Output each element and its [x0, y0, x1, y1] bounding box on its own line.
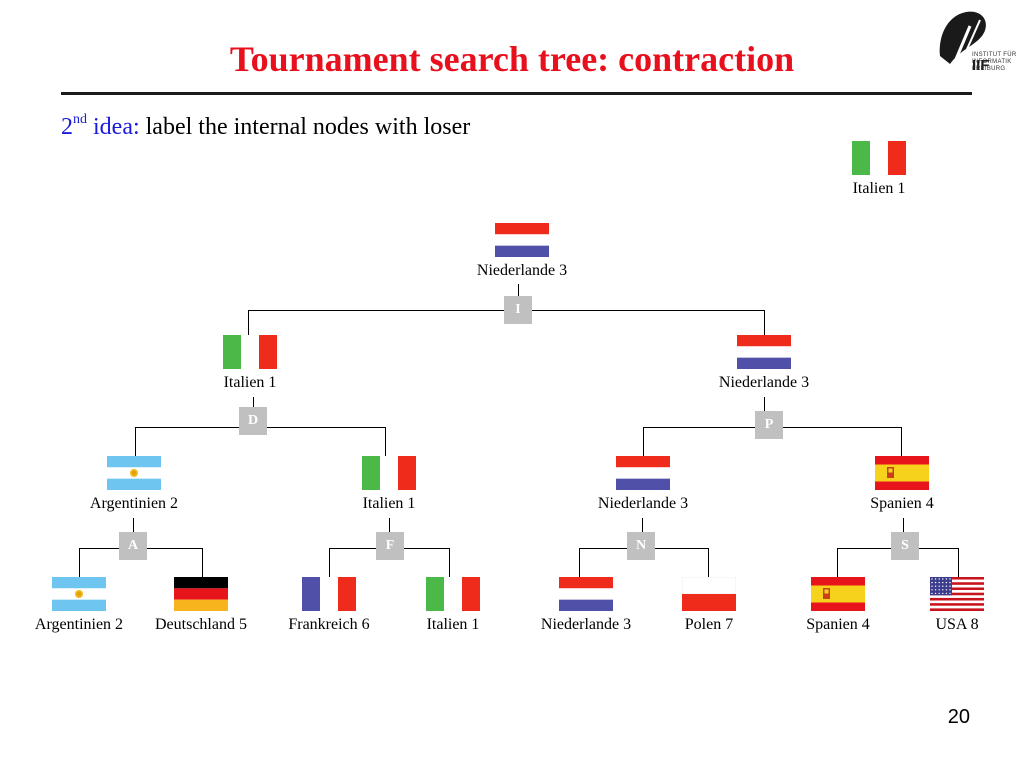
slide-title: Tournament search tree: contraction [229, 39, 795, 79]
tree-node-l2d: Spanien 4 [832, 456, 972, 513]
page-number: 20 [947, 706, 970, 728]
tree-edge [958, 548, 959, 577]
tree-edge [643, 427, 644, 456]
leaf-node-2: Deutschland 5 [131, 577, 271, 634]
flag-icon [302, 577, 356, 611]
flag-icon [559, 577, 613, 611]
node-label: Niederlande 3 [540, 616, 632, 633]
tree-edge [642, 518, 643, 532]
tree-node-root: Niederlande 3 [452, 223, 592, 280]
subtitle: 2nd idea: label the internal nodes with … [61, 112, 471, 141]
node-label: Italien 1 [852, 180, 906, 197]
tree-node-l2b: Italien 1 [319, 456, 459, 513]
tree-edge [518, 284, 519, 296]
tree-edge [202, 548, 203, 577]
flag-icon [682, 577, 736, 611]
node-label: Polen 7 [684, 616, 734, 633]
flag-icon [616, 456, 670, 490]
node-label: Spanien 4 [806, 616, 870, 633]
node-label: Niederlande 3 [476, 262, 568, 279]
iif-logo-icon: IIF [939, 11, 990, 74]
tree-edge [449, 548, 450, 577]
subtitle-idea: idea: [93, 114, 140, 140]
tree-edge [389, 518, 390, 532]
match-box-l1b: P [755, 411, 783, 439]
tree-edge [837, 548, 838, 577]
node-label: Italien 1 [223, 374, 277, 391]
match-box-l2b: F [376, 532, 404, 560]
flag-icon [223, 335, 277, 369]
leaf-node-3: Frankreich 6 [259, 577, 399, 634]
logo-text: INSTITUT FÜR INFORMATIK FREIBURG [972, 52, 1017, 72]
match-box-l2a: A [119, 532, 147, 560]
node-label: Niederlande 3 [597, 495, 689, 512]
tree-edge [253, 397, 254, 407]
tree-node-l1a: Italien 1 [180, 335, 320, 392]
tree-edge [764, 397, 765, 411]
flag-icon [875, 456, 929, 490]
tree-node-l1b: Niederlande 3 [694, 335, 834, 392]
tree-node-l2c: Niederlande 3 [573, 456, 713, 513]
tree-edge [903, 518, 904, 532]
tree-edge [764, 310, 765, 336]
tree-edge [708, 548, 709, 577]
leaf-node-5: Niederlande 3 [516, 577, 656, 634]
title-rule [61, 92, 972, 95]
leaf-node-8: USA 8 [887, 577, 1024, 634]
tree-edge [385, 427, 386, 456]
tree-node-l2a: Argentinien 2 [64, 456, 204, 513]
leaf-node-7: Spanien 4 [768, 577, 908, 634]
node-label: Spanien 4 [870, 495, 934, 512]
subtitle-ordinal-suffix: nd [73, 112, 87, 127]
subtitle-text: label the internal nodes with loser [145, 114, 471, 140]
flag-icon [811, 577, 865, 611]
node-label: Argentinien 2 [89, 495, 179, 512]
node-label: USA 8 [935, 616, 979, 633]
leaf-node-1: Argentinien 2 [9, 577, 149, 634]
node-label: Frankreich 6 [288, 616, 370, 633]
leaf-node-4: Italien 1 [383, 577, 523, 634]
flag-icon [737, 335, 791, 369]
match-box-l2c: N [627, 532, 655, 560]
flag-icon [852, 141, 906, 175]
tree-edge [248, 310, 249, 336]
node-label: Italien 1 [426, 616, 480, 633]
tree-edge [79, 548, 80, 577]
flag-icon [52, 577, 106, 611]
tree-edge [133, 518, 134, 532]
tree-edge [135, 427, 136, 456]
node-label: Deutschland 5 [155, 616, 247, 633]
winner-node: Italien 1 [809, 141, 949, 198]
flag-icon [362, 456, 416, 490]
node-label: Niederlande 3 [718, 374, 810, 391]
flag-icon [495, 223, 549, 257]
leaf-node-6: Polen 7 [639, 577, 779, 634]
flag-icon [426, 577, 480, 611]
flag-icon [930, 577, 984, 611]
tree-edge [329, 548, 330, 577]
match-box-l1a: D [239, 407, 267, 435]
tree-edge [901, 427, 902, 456]
node-label: Italien 1 [362, 495, 416, 512]
match-box-l2d: S [891, 532, 919, 560]
logo-letters: IIF [972, 57, 990, 74]
match-box-root: I [504, 296, 532, 324]
node-label: Argentinien 2 [34, 616, 124, 633]
subtitle-ordinal: 2 [61, 114, 73, 140]
flag-icon [174, 577, 228, 611]
flag-icon [107, 456, 161, 490]
tree-edge [579, 548, 580, 577]
